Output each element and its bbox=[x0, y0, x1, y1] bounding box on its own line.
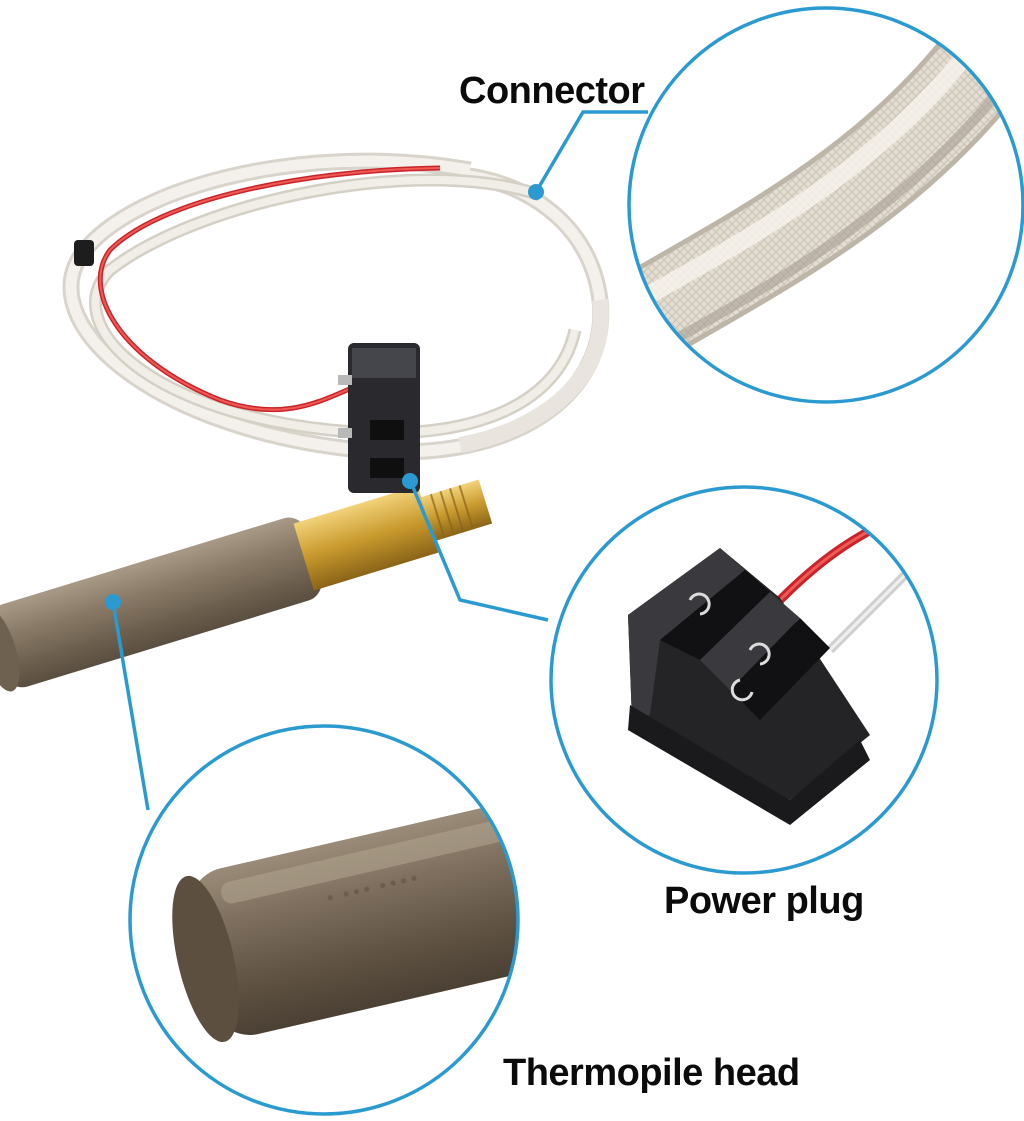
power-plug-label: Power plug bbox=[664, 880, 864, 922]
small-plug bbox=[338, 343, 420, 493]
callout-lines bbox=[111, 110, 648, 811]
thermopile-assembly bbox=[0, 152, 610, 692]
power-plug-zoom-circle bbox=[549, 485, 939, 875]
thermopile-head-label: Thermopile head bbox=[503, 1052, 800, 1094]
callout-dots bbox=[105, 184, 544, 610]
thermopile-head-zoom-circle: • ••• •••• bbox=[128, 724, 520, 1116]
connector-label: Connector bbox=[459, 70, 645, 112]
connector-zoom-circle bbox=[627, 6, 1024, 404]
